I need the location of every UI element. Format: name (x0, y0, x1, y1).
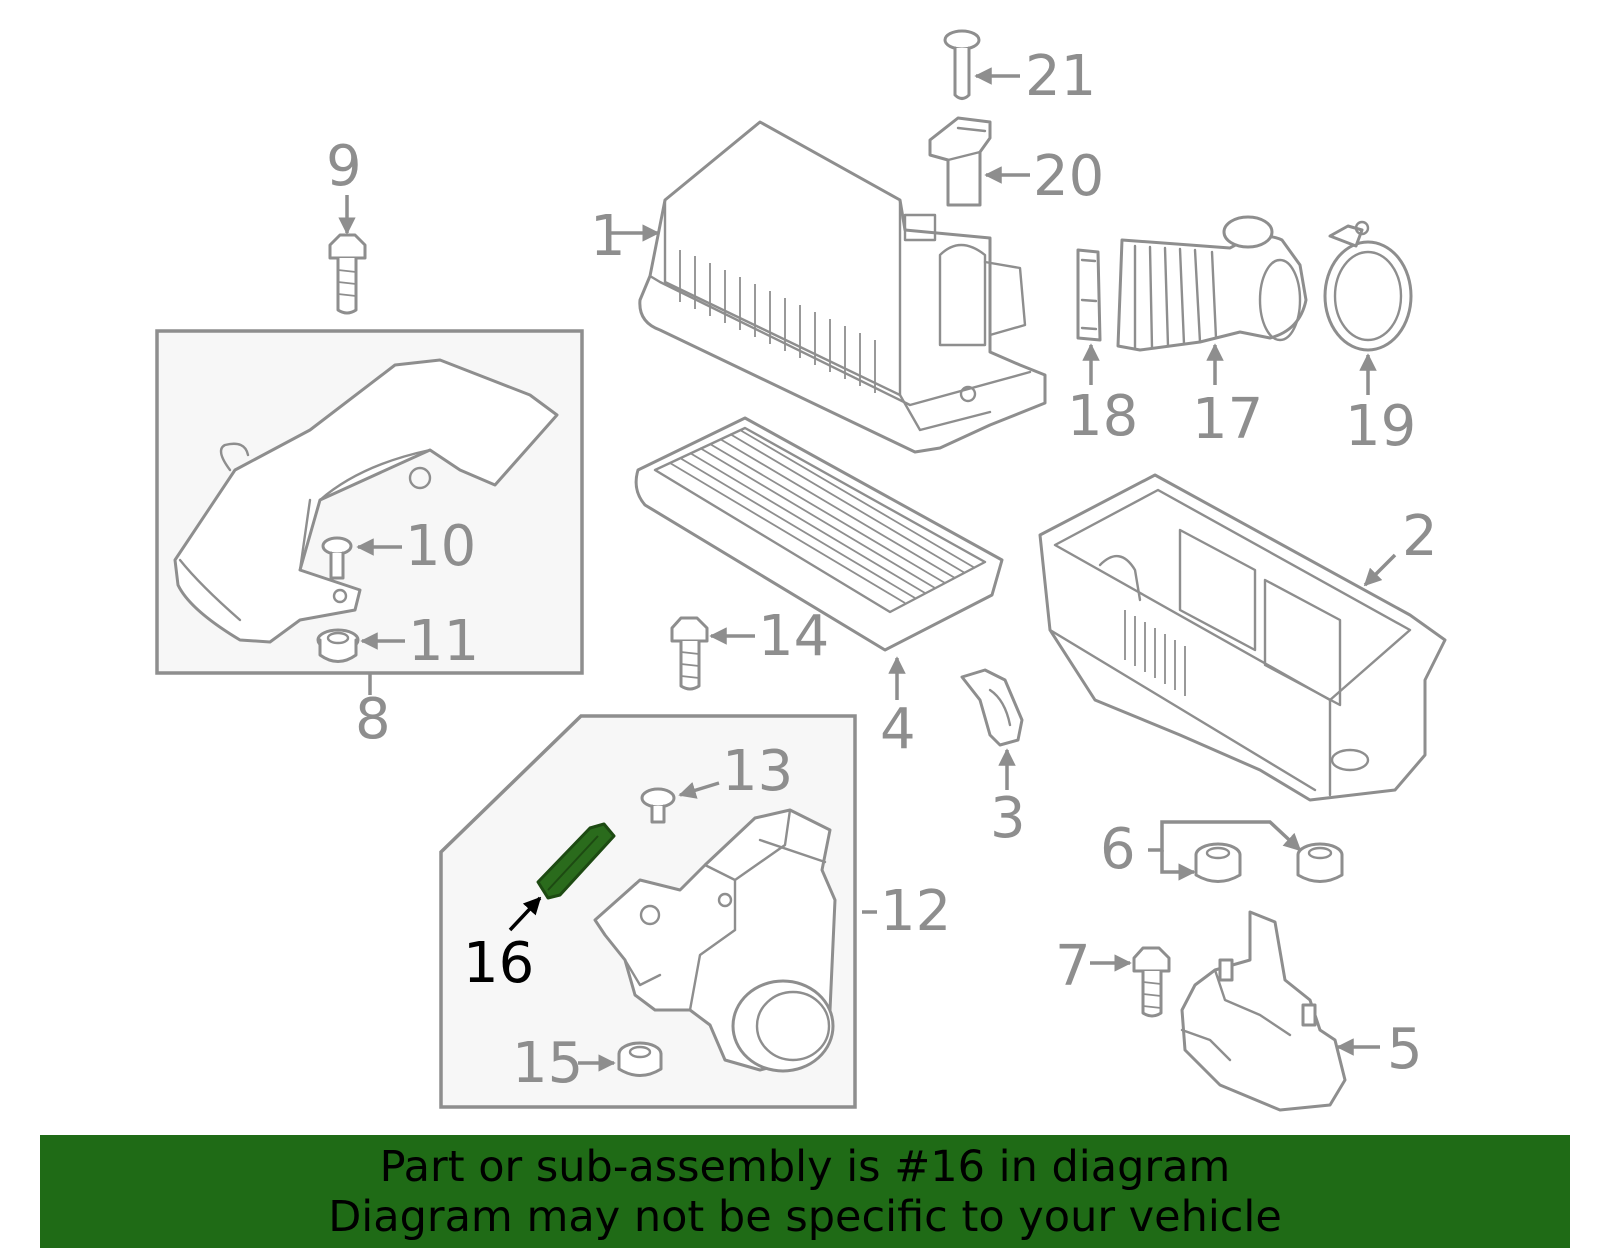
part-19-hose-clamp (1323, 220, 1413, 352)
callout-3: 3 (990, 786, 1026, 851)
callout-12: 12 (880, 879, 951, 944)
part-17-intake-hose (1116, 215, 1308, 352)
callout-14: 14 (758, 604, 829, 669)
part-9-bolt (328, 233, 367, 315)
callout-9: 9 (326, 134, 362, 199)
part-10-push-pin (321, 536, 353, 580)
callout-11: 11 (408, 609, 479, 674)
part-15-grommet (617, 1041, 663, 1077)
callout-17: 17 (1192, 387, 1263, 452)
part-6-grommets (1194, 842, 1344, 883)
banner-line-part-number: Part or sub-assembly is #16 in diagram (379, 1141, 1231, 1192)
part-16-highlighted-seal (536, 822, 616, 900)
part-8-resonator-duct (173, 358, 559, 644)
part-18-seal (1076, 248, 1102, 342)
callout-10: 10 (405, 514, 476, 579)
callout-8: 8 (355, 687, 391, 752)
info-banner: Part or sub-assembly is #16 in diagram D… (40, 1135, 1570, 1248)
callout-13: 13 (722, 739, 793, 804)
callout-21: 21 (1025, 44, 1096, 109)
callout-4: 4 (880, 697, 916, 762)
part-20-sensor-bracket (928, 116, 992, 207)
part-3-clip (960, 668, 1024, 747)
callout-15: 15 (512, 1031, 583, 1096)
callout-18: 18 (1067, 384, 1138, 449)
part-4-air-filter (634, 416, 1004, 652)
part-12-throttle-body-assembly (593, 808, 837, 1073)
part-5-bracket (1180, 910, 1347, 1112)
part-11-grommet (316, 628, 360, 663)
part-2-air-cleaner-case (1038, 473, 1447, 802)
part-21-bolt (943, 29, 981, 100)
part-7-bolt (1132, 946, 1171, 1018)
callout-7: 7 (1055, 934, 1091, 999)
banner-line-disclaimer: Diagram may not be specific to your vehi… (328, 1191, 1282, 1242)
part-1-air-cleaner-cover (638, 120, 1047, 454)
callout-16: 16 (463, 931, 534, 996)
callout-5: 5 (1387, 1017, 1423, 1082)
callout-6: 6 (1100, 817, 1136, 882)
callout-2: 2 (1402, 504, 1438, 569)
part-13-push-pin (640, 787, 676, 824)
callout-20: 20 (1033, 144, 1104, 209)
callout-19: 19 (1345, 394, 1416, 459)
callout-1: 1 (590, 204, 626, 269)
part-14-bolt (670, 616, 709, 691)
